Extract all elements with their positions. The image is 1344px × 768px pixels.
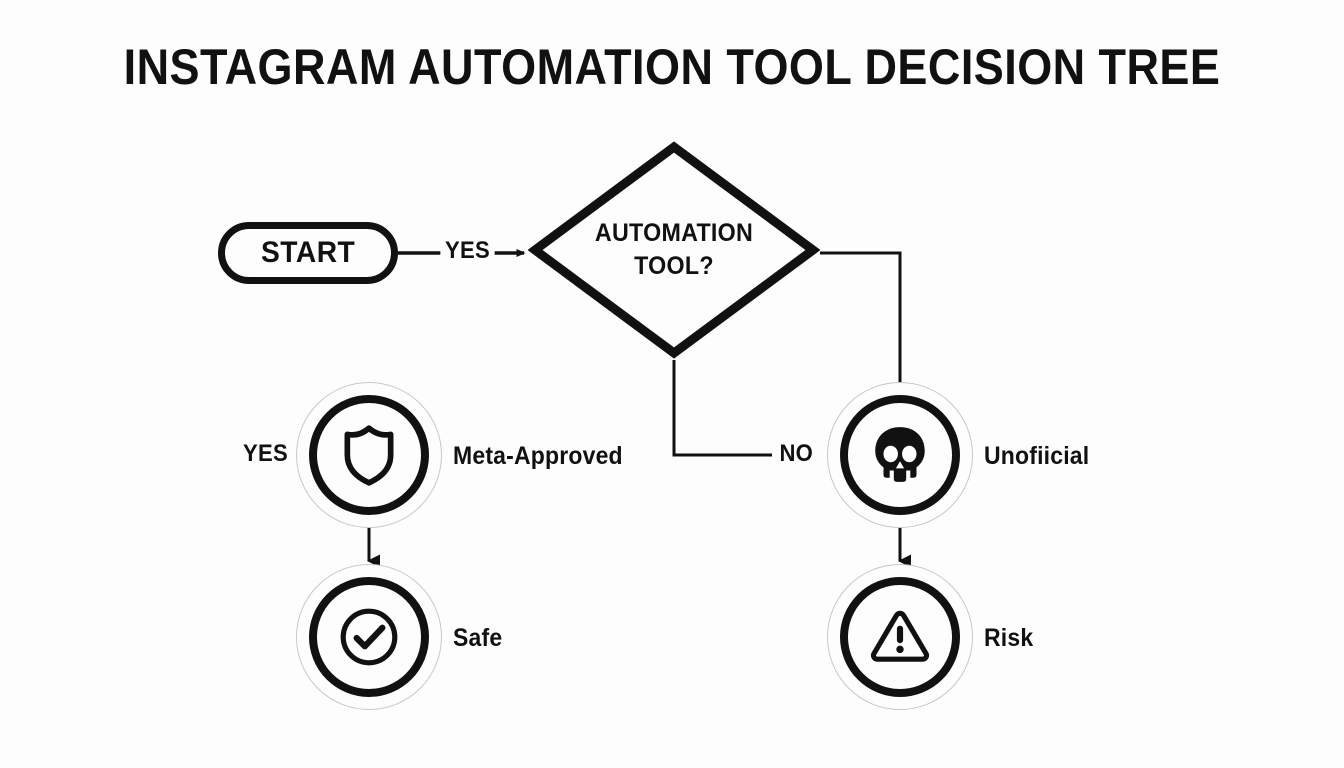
outcome-caption-risk: Risk (984, 624, 1034, 652)
decision-node[interactable]: AUTOMATION TOOL? (528, 140, 820, 360)
outcome-node-meta-approved[interactable] (296, 382, 442, 528)
node-inner-ring (840, 577, 960, 697)
check-circle-icon (340, 608, 398, 666)
decision-diamond-shape (528, 141, 820, 359)
outcome-node-risk[interactable] (827, 564, 973, 710)
shield-icon (344, 425, 394, 486)
edge-label-no: NO (774, 441, 818, 467)
outcome-node-safe[interactable] (296, 564, 442, 710)
node-inner-ring (309, 395, 429, 515)
start-node[interactable]: START (218, 222, 398, 284)
node-inner-ring (840, 395, 960, 515)
edge-label-yes-main: YES (440, 238, 495, 264)
skull-icon (875, 427, 925, 482)
edge-decision-no (672, 360, 772, 457)
start-node-label: START (260, 236, 356, 269)
outcome-caption-meta-approved: Meta-Approved (453, 442, 623, 470)
edge-label-yes-branch: YES (238, 441, 293, 467)
warning-triangle-icon (870, 610, 930, 662)
page-title: INSTAGRAM AUTOMATION TOOL DECISION TREE (123, 39, 1221, 95)
node-inner-ring (309, 577, 429, 697)
outcome-caption-safe: Safe (453, 624, 503, 652)
outcome-caption-unofficial: Unofiicial (984, 442, 1090, 470)
edge-decision-to-unofficial (820, 251, 902, 384)
outcome-node-unofficial[interactable] (827, 382, 973, 528)
